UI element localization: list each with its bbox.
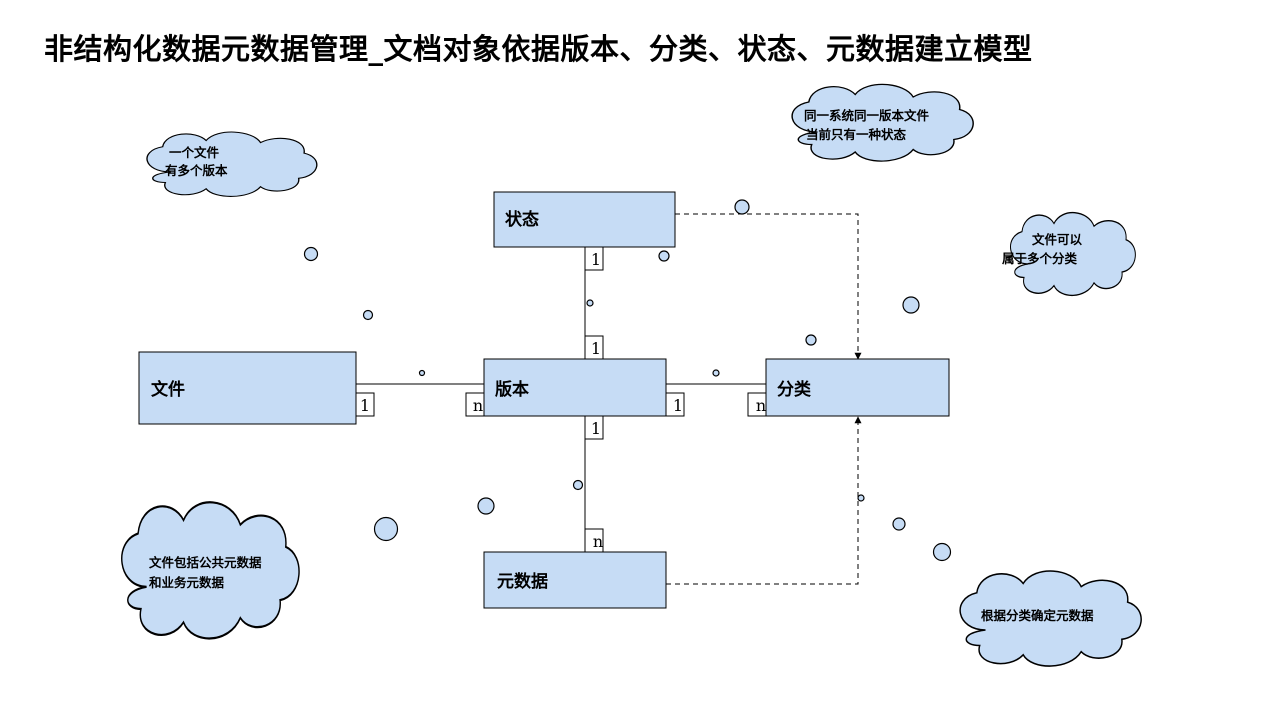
cloud-category-line1: 文件可以	[1032, 232, 1083, 247]
entity-category-label: 分类	[777, 379, 812, 400]
entity-file[interactable]: 文件	[138, 351, 357, 425]
cloud-versions-line1: 一个文件	[169, 145, 220, 160]
entity-status[interactable]: 状态	[493, 191, 676, 248]
card-box-status	[584, 246, 604, 271]
entity-file-label: 文件	[151, 379, 185, 400]
card-box-category	[747, 392, 767, 417]
card-version-bottom: 1	[591, 419, 601, 438]
cloud-versions-note: 一个文件 有多个版本	[146, 131, 318, 198]
card-version-top: 1	[591, 339, 601, 358]
cloud-derive-note: 根据分类确定元数据	[959, 570, 1142, 667]
cloud-metadata-line2: 和业务元数据	[148, 575, 225, 590]
card-box-version-top	[584, 335, 604, 360]
cloud-state-line1: 同一系统同一版本文件	[804, 108, 930, 123]
card-category: n	[756, 396, 766, 415]
entity-metadata-label: 元数据	[497, 571, 548, 592]
cloud-versions-line2: 有多个版本	[165, 163, 228, 178]
status-to-category-arrow	[675, 213, 862, 360]
bubble-dots	[303, 199, 952, 562]
cloud-state-line2: 当前只有一种状态	[806, 127, 907, 142]
cloud-derive-line1: 根据分类确定元数据	[981, 608, 1094, 623]
card-box-version-bottom	[584, 415, 604, 440]
card-box-version-right	[665, 392, 685, 417]
page-title: 非结构化数据元数据管理_文档对象依据版本、分类、状态、元数据建立模型	[44, 32, 1033, 66]
cloud-state-note: 同一系统同一版本文件 当前只有一种状态	[791, 83, 974, 162]
entity-category[interactable]: 分类	[765, 358, 950, 417]
card-metadata: n	[593, 532, 603, 551]
card-file: 1	[360, 396, 370, 415]
cloud-metadata-line1: 文件包括公共元数据	[149, 555, 262, 570]
metadata-to-category-arrow	[666, 416, 862, 585]
card-box-file	[355, 392, 375, 417]
cloud-category-line2: 属于多个分类	[1002, 251, 1078, 266]
cloud-metadata-note: 文件包括公共元数据 和业务元数据	[120, 501, 301, 640]
entity-metadata[interactable]: 元数据	[483, 551, 667, 609]
card-version-left: n	[473, 396, 483, 415]
entity-version[interactable]: 版本	[483, 358, 667, 417]
entity-status-label: 状态	[505, 209, 539, 230]
card-box-version-left	[465, 392, 485, 417]
card-box-metadata	[584, 528, 604, 553]
card-status: 1	[591, 250, 601, 269]
cloud-category-note: 文件可以 属于多个分类	[1002, 211, 1137, 297]
entity-version-label: 版本	[495, 379, 529, 400]
card-version-right: 1	[673, 396, 683, 415]
